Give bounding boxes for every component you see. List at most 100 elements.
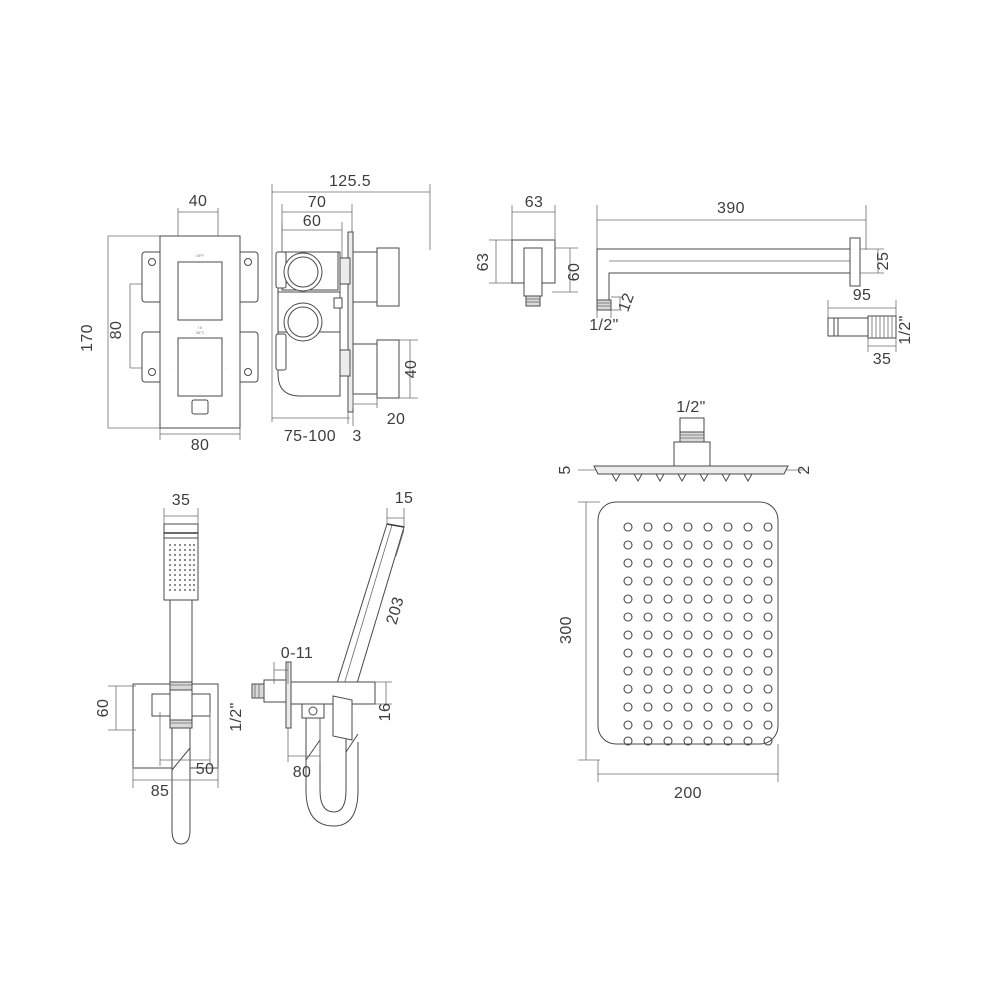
dim-25 bbox=[860, 248, 884, 274]
view-wall-outlet bbox=[489, 205, 578, 307]
label-15: 15 bbox=[395, 490, 414, 507]
label-390: 390 bbox=[717, 200, 745, 217]
label-connector-thread: 1/2" bbox=[897, 315, 914, 345]
valve-mounting-ears-right bbox=[237, 251, 259, 383]
dim-20 bbox=[352, 394, 378, 408]
dim-80-projection bbox=[287, 718, 321, 762]
handset-side-inlet-block bbox=[263, 679, 287, 703]
label-20: 20 bbox=[387, 411, 406, 428]
view-shower-arm bbox=[596, 205, 884, 318]
handset-side-inlet-thread bbox=[251, 683, 265, 699]
valve-mark-flow: I II bbox=[198, 325, 202, 330]
shower-head-connector bbox=[673, 417, 711, 467]
valve-tick-right: · bbox=[226, 288, 227, 293]
valve-wall-plate bbox=[347, 231, 354, 413]
dim-60 bbox=[281, 222, 343, 262]
shower-arm-body bbox=[596, 248, 851, 301]
shower-arm-end-flange bbox=[849, 237, 861, 287]
valve-spindle-lower bbox=[339, 339, 400, 399]
dim-60-bracket bbox=[108, 685, 136, 731]
valve-handle-upper bbox=[177, 261, 223, 321]
label-40-side: 40 bbox=[403, 360, 420, 379]
dim-12 bbox=[611, 296, 622, 311]
label-60-projection: 60 bbox=[566, 263, 583, 282]
label-203: 203 bbox=[384, 595, 408, 627]
valve-tick-left-2: · bbox=[171, 366, 172, 371]
valve-mark-off: OFF bbox=[196, 253, 205, 258]
view-valve-side bbox=[271, 184, 431, 426]
view-valve-front: OFF I II 38°C · · · · bbox=[107, 208, 259, 440]
label-60-depth: 60 bbox=[303, 213, 322, 230]
dim-16 bbox=[375, 681, 392, 705]
dim-203-leader bbox=[395, 529, 405, 557]
label-75-100: 75-100 bbox=[284, 428, 336, 445]
view-shower-head-face bbox=[578, 501, 779, 782]
label-85: 85 bbox=[151, 783, 170, 800]
dim-170 bbox=[107, 235, 160, 429]
label-200: 200 bbox=[674, 785, 702, 802]
view-shower-head-side bbox=[578, 417, 804, 483]
label-80-projection: 80 bbox=[293, 764, 312, 781]
dim-35-connector bbox=[867, 338, 897, 352]
dim-60-outlet bbox=[552, 247, 578, 293]
valve-spindle-upper bbox=[339, 247, 400, 307]
label-2: 2 bbox=[796, 465, 813, 474]
handset-side-body bbox=[332, 523, 405, 701]
label-35-connector: 35 bbox=[873, 351, 892, 368]
label-80-vertical: 80 bbox=[108, 321, 125, 340]
wall-outlet-thread bbox=[525, 295, 541, 307]
label-0-11: 0-11 bbox=[281, 645, 313, 662]
valve-tick-right-2: · bbox=[226, 366, 227, 371]
label-handset-thread: 1/2" bbox=[228, 702, 245, 732]
handset-handle-shaft bbox=[169, 599, 193, 683]
valve-mounting-ears-left bbox=[141, 251, 163, 383]
shower-head-nozzle-grid bbox=[623, 522, 773, 746]
shower-head-nozzle-teeth bbox=[611, 473, 753, 483]
label-16: 16 bbox=[377, 703, 394, 722]
dim-0-11 bbox=[273, 662, 289, 684]
shower-head-face-plate bbox=[597, 501, 779, 745]
label-40-top: 40 bbox=[189, 193, 208, 210]
valve-tick-left: · bbox=[171, 288, 172, 293]
handset-hose-stub bbox=[171, 727, 191, 845]
view-handset-side bbox=[251, 508, 405, 827]
dim-95 bbox=[827, 300, 897, 318]
label-60-bracket: 60 bbox=[95, 699, 112, 718]
label-63-width: 63 bbox=[525, 194, 544, 211]
label-125-5: 125.5 bbox=[329, 173, 371, 190]
dim-390 bbox=[596, 205, 867, 250]
handset-spray-holes bbox=[169, 544, 195, 591]
shower-arm-inlet-thread bbox=[596, 299, 612, 311]
label-head-thread: 1/2" bbox=[676, 399, 706, 416]
handset-side-hose-nut bbox=[301, 703, 325, 719]
handset-hose-break bbox=[171, 747, 191, 771]
handset-side-foot bbox=[332, 695, 353, 741]
handset-head-cap bbox=[163, 523, 199, 539]
dim-125-5 bbox=[271, 184, 431, 250]
view-hose-connector bbox=[827, 300, 897, 352]
label-300: 300 bbox=[558, 616, 575, 644]
dim-75-100 bbox=[271, 250, 350, 424]
hose-connector-thread bbox=[867, 315, 897, 339]
dim-85 bbox=[132, 766, 219, 788]
label-5: 5 bbox=[557, 465, 574, 474]
shower-head-plate-side bbox=[593, 465, 789, 475]
label-63-height: 63 bbox=[475, 253, 492, 272]
label-12: 12 bbox=[616, 291, 638, 314]
wall-outlet-body bbox=[523, 247, 543, 297]
label-3: 3 bbox=[352, 428, 361, 445]
dim-half-inch-leader bbox=[596, 310, 612, 318]
label-35-handset: 35 bbox=[172, 492, 191, 509]
dim-40-top bbox=[177, 208, 219, 238]
valve-mark-temp: 38°C bbox=[196, 330, 205, 335]
label-70: 70 bbox=[308, 194, 327, 211]
dim-200 bbox=[597, 744, 779, 782]
label-170: 170 bbox=[79, 324, 96, 352]
dim-63-width bbox=[511, 205, 556, 240]
valve-handle-lower bbox=[177, 337, 223, 397]
handset-bracket-collar bbox=[151, 681, 211, 729]
dim-300 bbox=[578, 501, 600, 761]
label-50: 50 bbox=[196, 761, 215, 778]
